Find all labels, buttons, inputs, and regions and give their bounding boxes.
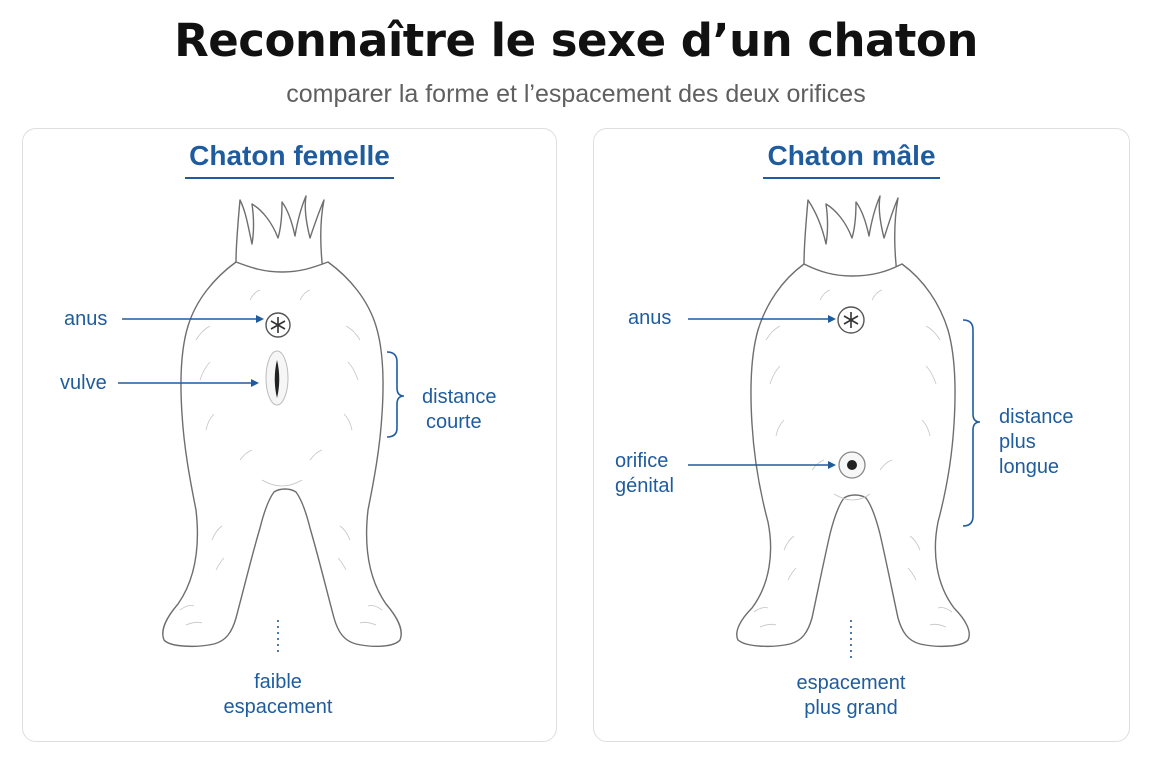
male-genital-line-1: orifice — [615, 450, 669, 472]
male-spacing-line-1: espacement — [796, 672, 906, 694]
female-bracket-icon — [386, 351, 405, 438]
page-subtitle: comparer la forme et l’espacement des de… — [286, 80, 866, 108]
male-label-arrows — [688, 315, 836, 469]
male-distance-line-3: longue — [999, 456, 1060, 478]
female-anus-icon — [265, 312, 291, 338]
male-bracket-icon — [962, 319, 981, 527]
male-genital-dot-icon — [838, 451, 866, 479]
female-label-arrows — [118, 315, 264, 387]
female-kitten-body — [162, 195, 402, 648]
male-spacing-label: espacement plus grand — [751, 671, 951, 721]
male-genital-line-2: génital — [615, 475, 674, 497]
female-spacing-label: faible espacement — [178, 670, 378, 720]
female-spacing-line-2: espacement — [223, 696, 333, 718]
female-fur-texture — [179, 289, 383, 626]
female-distance-line-1: distance — [422, 386, 497, 408]
male-genital-label: orifice génital — [615, 449, 674, 499]
male-kitten-body — [736, 195, 970, 648]
male-anus-label: anus — [628, 307, 672, 329]
male-distance-label: distance plus longue — [999, 405, 1074, 480]
female-vulva-icon — [265, 350, 289, 406]
male-fur-texture — [753, 289, 953, 628]
male-distance-line-2: plus — [999, 431, 1036, 453]
male-spacing-line-2: plus grand — [804, 697, 898, 719]
female-distance-label: distance courte — [422, 385, 497, 435]
female-anus-label: anus — [64, 308, 108, 330]
male-anus-icon — [837, 306, 865, 334]
male-distance-line-1: distance — [999, 406, 1074, 428]
female-vulva-label: vulve — [60, 372, 107, 394]
female-distance-line-2: courte — [426, 411, 482, 433]
female-spacing-line-1: faible — [254, 671, 302, 693]
page-title: Reconnaître le sexe d’un chaton — [174, 14, 978, 67]
